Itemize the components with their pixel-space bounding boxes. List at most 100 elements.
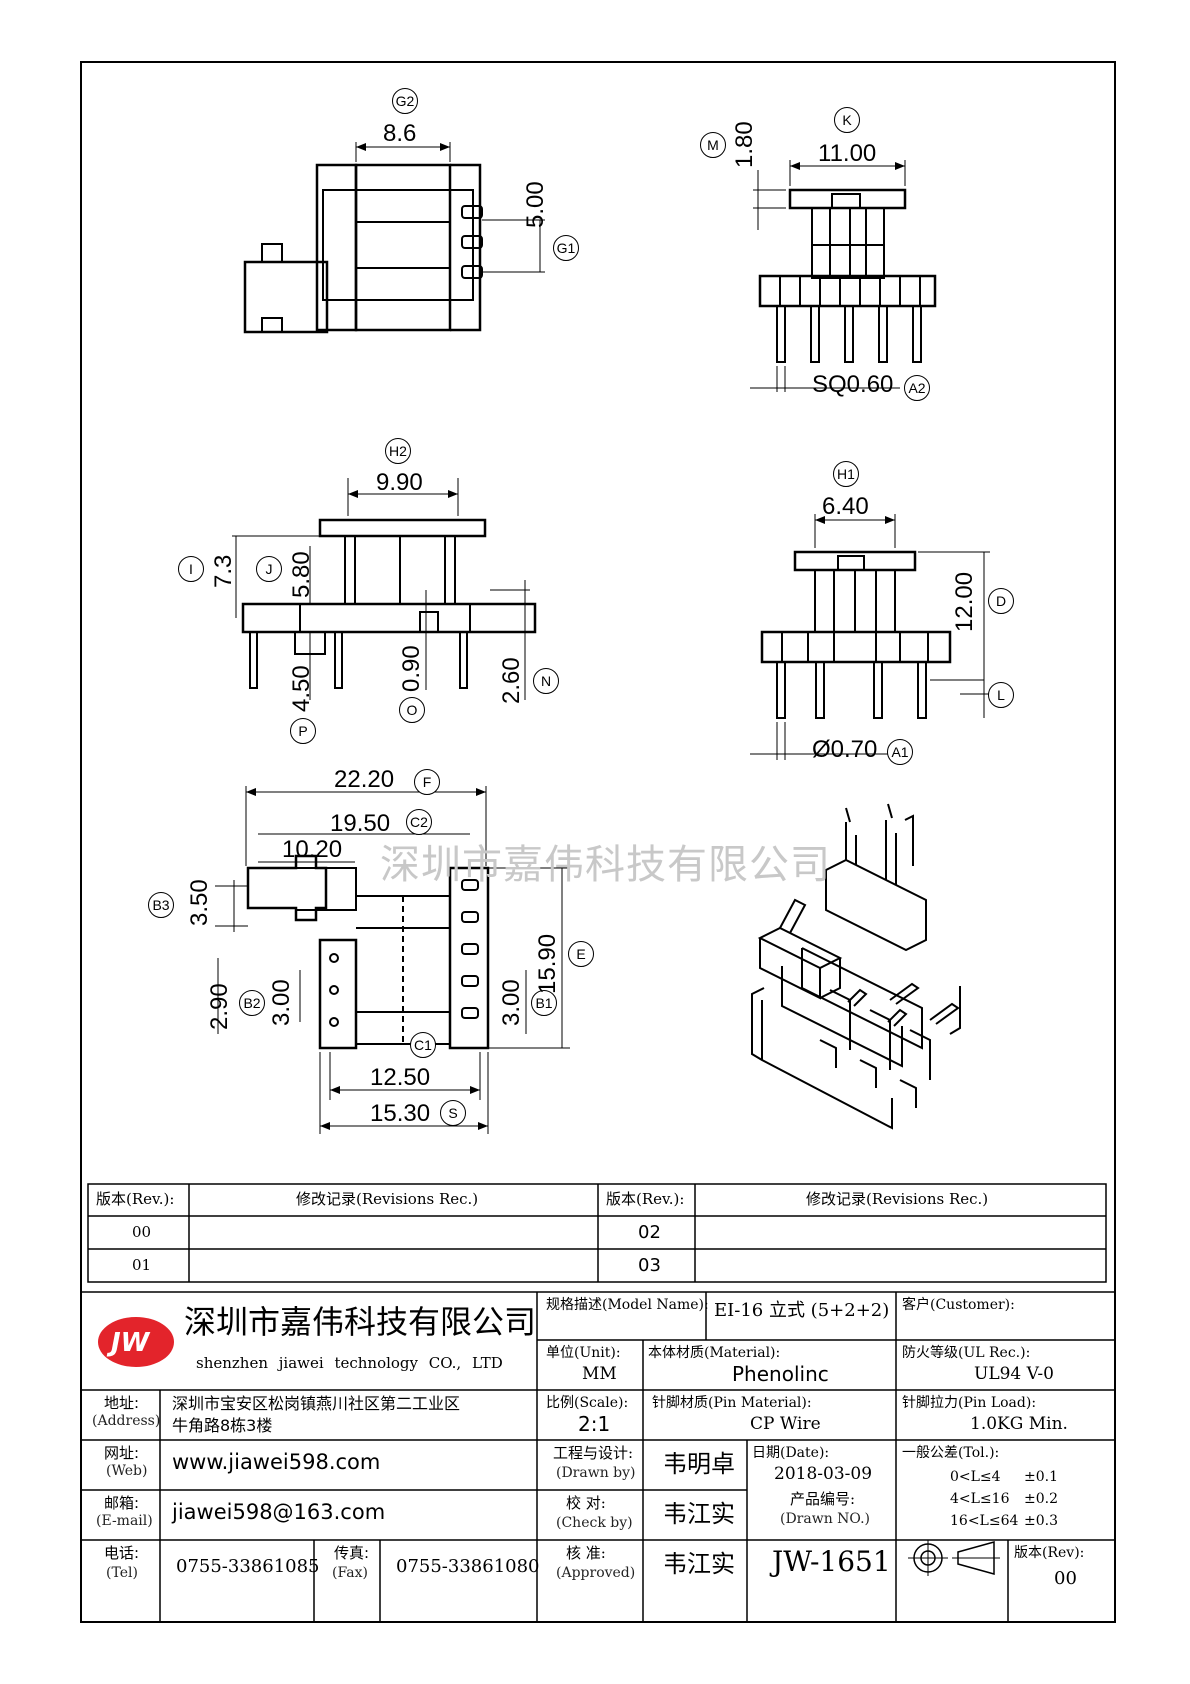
dim-2-60: 2.60 [498,657,525,704]
watermark: 深圳市嘉伟科技有限公司 [380,842,831,888]
email-label-en: (E-mail) [96,1513,153,1529]
label-g2: G2 [392,88,418,114]
dim-8-6: 8.6 [383,120,417,147]
rev-value: 00 [1054,1568,1077,1589]
dim-6-40: 6.40 [822,493,869,520]
scale-value: 2:1 [578,1412,611,1436]
dim-15-30: 15.30 [370,1100,431,1127]
unit-label: 单位(Unit): [546,1345,621,1361]
label-d: D [988,588,1014,614]
dim-9-90: 9.90 [376,469,423,496]
approve-label: 核 准: [566,1544,606,1562]
tol1-range: 0<L≤4 [950,1469,1001,1485]
label-b3: B3 [148,892,174,918]
dim-3-00-left: 3.00 [268,979,295,1026]
designer-name: 韦明卓 [663,1450,735,1478]
logo-text: JW [111,1328,150,1358]
model-label: 规格描述(Model Name): [546,1297,709,1313]
tol3-range: 16<L≤64 [950,1513,1019,1529]
email-label: 邮箱: [104,1494,140,1512]
dim-3-50: 3.50 [186,879,213,926]
address-label: 地址: [104,1394,140,1412]
label-c1: C1 [410,1032,436,1058]
company-name-cn: 深圳市嘉伟科技有限公司 [184,1303,537,1341]
pin-load-label: 针脚拉力(Pin Load): [902,1395,1037,1411]
rev-label: 版本(Rev): [1014,1545,1085,1561]
label-b2: B2 [239,990,265,1016]
label-a2: A2 [904,375,930,401]
dim-22-20: 22.20 [334,766,395,793]
dim-1-80: 1.80 [731,121,758,168]
label-e: E [568,941,594,967]
tol-label: 一般公差(Tol.): [902,1445,1000,1461]
product-no-label-en: (Drawn NO.) [780,1511,870,1527]
dim-2-90: 2.90 [206,983,233,1030]
isometric-view [751,803,961,1130]
fax-label: 传真: [334,1544,370,1562]
pin-material-label: 针脚材质(Pin Material): [652,1395,812,1411]
label-s: S [440,1100,466,1126]
tol2-value: ±0.2 [1024,1491,1058,1507]
design-label-en: (Drawn by) [556,1465,636,1481]
label-a1: A1 [887,739,913,765]
logo-ellipse [98,1317,174,1367]
dim-11-00: 11.00 [818,140,877,167]
date-label: 日期(Date): [752,1445,830,1461]
scale-label: 比例(Scale): [546,1395,629,1411]
address-label-en: (Address) [92,1413,161,1429]
tel-value: 0755-33861085 [176,1556,320,1577]
dim-12-00: 12.00 [951,571,978,632]
dim-5-80: 5.80 [288,551,315,598]
dim-5-00: 5.00 [522,181,549,228]
approver-name: 韦江实 [663,1550,735,1578]
design-label: 工程与设计: [553,1444,634,1462]
rev-header-left: 版本(Rev.): [96,1190,175,1208]
top-view [243,142,545,334]
title-block [81,1291,1115,1622]
web-label-en: (Web) [106,1463,148,1479]
drawing-number: JW-1651 [772,1545,891,1578]
rec-header-right: 修改记录(Revisions Rec.) [806,1190,989,1208]
label-m: M [700,132,726,158]
label-n: N [533,668,559,694]
tel-label-en: (Tel) [106,1565,138,1581]
label-j: J [256,556,282,582]
rev-03: 03 [638,1255,661,1276]
dim-19-50: 19.50 [330,810,391,837]
label-p: P [290,718,316,744]
address-line1: 深圳市宝安区松岗镇燕川社区第二工业区 [172,1394,461,1413]
dim-3-00-right: 3.00 [498,979,525,1026]
label-g1: G1 [553,235,579,261]
unit-value: MM [582,1364,617,1384]
rev-02: 02 [638,1222,661,1243]
bottom-view [215,786,570,1134]
email-link[interactable]: jiawei598@163.com [172,1500,386,1524]
revision-table [87,1183,1107,1283]
fax-label-en: (Fax) [332,1565,368,1581]
ul-label: 防火等级(UL Rec.): [902,1345,1031,1361]
tol3-value: ±0.3 [1024,1513,1058,1529]
rev-01: 01 [132,1256,152,1274]
material-label: 本体材质(Material): [648,1345,781,1361]
label-b1: B1 [531,990,557,1016]
dim-phi-0-70: Ø0.70 [812,736,878,763]
company-name-en: shenzhen jiawei technology CO., LTD [196,1354,503,1372]
dim-sq0-60: SQ0.60 [812,371,894,398]
web-link[interactable]: www.jiawei598.com [172,1450,381,1474]
label-o: O [399,697,425,723]
dim-0-90: 0.90 [398,645,425,692]
drawing-frame [80,61,1116,1623]
check-label: 校 对: [566,1494,606,1512]
dim-7-3: 7.3 [210,554,237,588]
tel-label: 电话: [104,1544,140,1562]
customer-label: 客户(Customer): [902,1297,1015,1313]
address-line2: 牛角路8栋3楼 [172,1416,273,1435]
date-value: 2018-03-09 [774,1464,873,1484]
side-elevation [750,514,990,760]
web-label: 网址: [104,1444,140,1462]
side-view [750,160,937,392]
rev-00: 00 [132,1223,152,1241]
material-value: Phenolinc [732,1362,829,1386]
fax-value: 0755-33861080 [396,1556,540,1577]
